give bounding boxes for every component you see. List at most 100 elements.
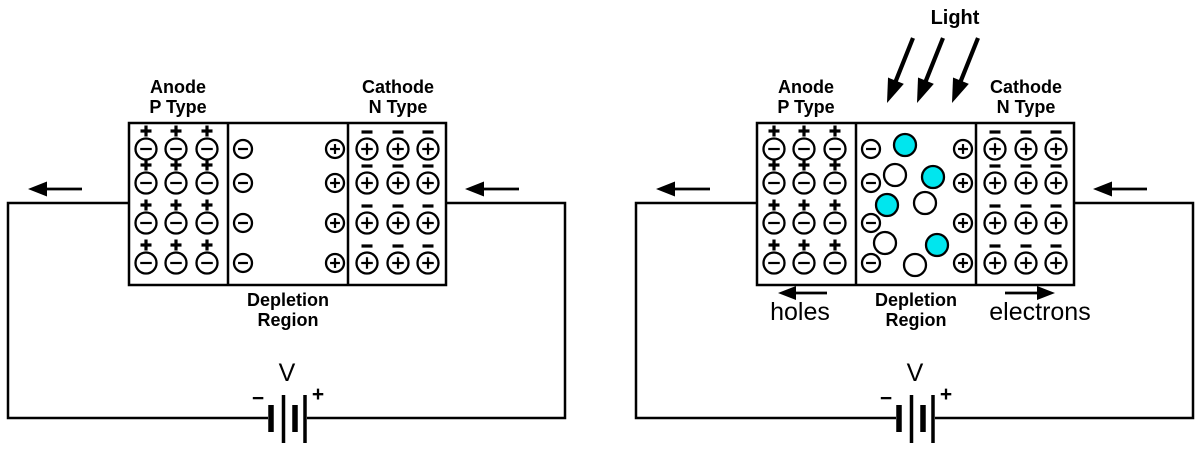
p-region-carrier	[164, 211, 188, 235]
p-region-charge-sign	[768, 125, 780, 137]
photo-generated-filled-circle	[920, 164, 946, 190]
carrier-symbols-light	[762, 125, 1068, 278]
cathode-label-dark: Cathode N Type	[348, 77, 448, 117]
n-region-carrier	[355, 171, 379, 195]
n-region-carrier	[1044, 211, 1068, 235]
p-type-text: P Type	[777, 97, 835, 117]
p-region-charge-sign	[798, 239, 810, 251]
p-region-charge-sign	[829, 199, 841, 211]
photo-generated-open-circle	[872, 230, 898, 256]
n-region-carrier	[1014, 171, 1038, 195]
anode-text: Anode	[150, 77, 206, 97]
depletion-positive-ion	[952, 212, 974, 234]
p-region-carrier	[134, 171, 158, 195]
p-region-charge-sign	[798, 159, 810, 171]
light-ray-1	[887, 37, 915, 103]
n-region-carrier	[355, 137, 379, 161]
p-region-carrier	[164, 137, 188, 161]
cathode-text: Cathode	[990, 77, 1062, 97]
battery-minus-dark: −	[251, 387, 265, 410]
p-region-charge-sign	[170, 125, 182, 137]
p-region-carrier	[792, 137, 816, 161]
p-region-carrier	[195, 137, 219, 161]
depletion-positive-ion	[952, 252, 974, 274]
p-region-charge-sign	[798, 199, 810, 211]
n-region-carrier	[983, 171, 1007, 195]
depletion-text: Depletion	[874, 290, 957, 310]
depletion-positive-ion	[324, 172, 346, 194]
battery-plus-light: +	[939, 383, 953, 406]
p-region-charge-sign	[201, 239, 213, 251]
n-region-carrier	[983, 251, 1007, 275]
light-circuit-graphics	[636, 123, 1193, 443]
p-region-charge-sign	[768, 159, 780, 171]
depletion-positive-ion	[952, 138, 974, 160]
n-region-carrier	[355, 251, 379, 275]
p-region-carrier	[762, 171, 786, 195]
p-region-charge-sign	[140, 125, 152, 137]
n-region-carrier	[1044, 171, 1068, 195]
photo-generated-filled-circle	[924, 232, 950, 258]
p-region-carrier	[762, 137, 786, 161]
battery-plus-dark: +	[311, 383, 325, 406]
depletion-negative-ion	[232, 172, 254, 194]
depletion-label-light: Depletion Region	[866, 290, 966, 330]
p-region-carrier	[195, 251, 219, 275]
p-region-carrier	[792, 211, 816, 235]
anode-label-light: Anode P Type	[756, 77, 856, 117]
depletion-positive-ion	[952, 172, 974, 194]
p-region-charge-sign	[140, 239, 152, 251]
p-region-charge-sign	[201, 199, 213, 211]
p-region-charge-sign	[170, 199, 182, 211]
depletion-text: Depletion	[246, 290, 329, 310]
anode-label-dark: Anode P Type	[128, 77, 228, 117]
p-region-carrier	[134, 251, 158, 275]
depletion-negative-ion	[860, 212, 882, 234]
photo-generated-open-circle	[912, 190, 938, 216]
dark-circuit-graphics	[8, 123, 565, 443]
p-region-charge-sign	[140, 199, 152, 211]
battery-minus-light: −	[879, 387, 893, 410]
light-ray-2	[917, 37, 945, 103]
holes-drift-arrow	[778, 286, 827, 300]
light-ray-3	[952, 37, 980, 103]
p-region-carrier	[792, 171, 816, 195]
n-region-carrier	[386, 211, 410, 235]
p-region-charge-sign	[829, 159, 841, 171]
photo-generated-open-circle	[902, 252, 928, 278]
p-region-carrier	[134, 211, 158, 235]
carrier-symbols-dark	[134, 125, 440, 275]
depletion-label-dark: Depletion Region	[238, 290, 338, 330]
electrons-drift-arrow	[1005, 286, 1055, 300]
cathode-label-light: Cathode N Type	[976, 77, 1076, 117]
p-region-carrier	[762, 251, 786, 275]
region-text: Region	[885, 310, 947, 330]
p-region-carrier	[823, 251, 847, 275]
p-region-carrier	[792, 251, 816, 275]
depletion-negative-ion	[232, 212, 254, 234]
p-region-charge-sign	[768, 239, 780, 251]
p-region-charge-sign	[829, 125, 841, 137]
p-region-carrier	[823, 171, 847, 195]
photo-generated-open-circle	[882, 162, 908, 188]
depletion-negative-ion	[232, 252, 254, 274]
n-region-carrier	[416, 211, 440, 235]
p-region-charge-sign	[140, 159, 152, 171]
battery-voltage-label-light: V	[906, 359, 924, 387]
p-region-carrier	[164, 171, 188, 195]
n-region-carrier	[416, 137, 440, 161]
p-region-charge-sign	[201, 159, 213, 171]
depletion-negative-ion	[860, 252, 882, 274]
n-region-carrier	[355, 211, 379, 235]
photo-generated-filled-circle	[874, 192, 900, 218]
light-circuit-extras	[778, 37, 1055, 300]
battery-voltage-label-dark: V	[278, 359, 296, 387]
n-type-text: N Type	[996, 97, 1056, 117]
p-region-carrier	[164, 251, 188, 275]
p-region-charge-sign	[798, 125, 810, 137]
n-region-carrier	[386, 251, 410, 275]
depletion-positive-ion	[324, 252, 346, 274]
depletion-positive-ion	[324, 212, 346, 234]
p-region-charge-sign	[768, 199, 780, 211]
